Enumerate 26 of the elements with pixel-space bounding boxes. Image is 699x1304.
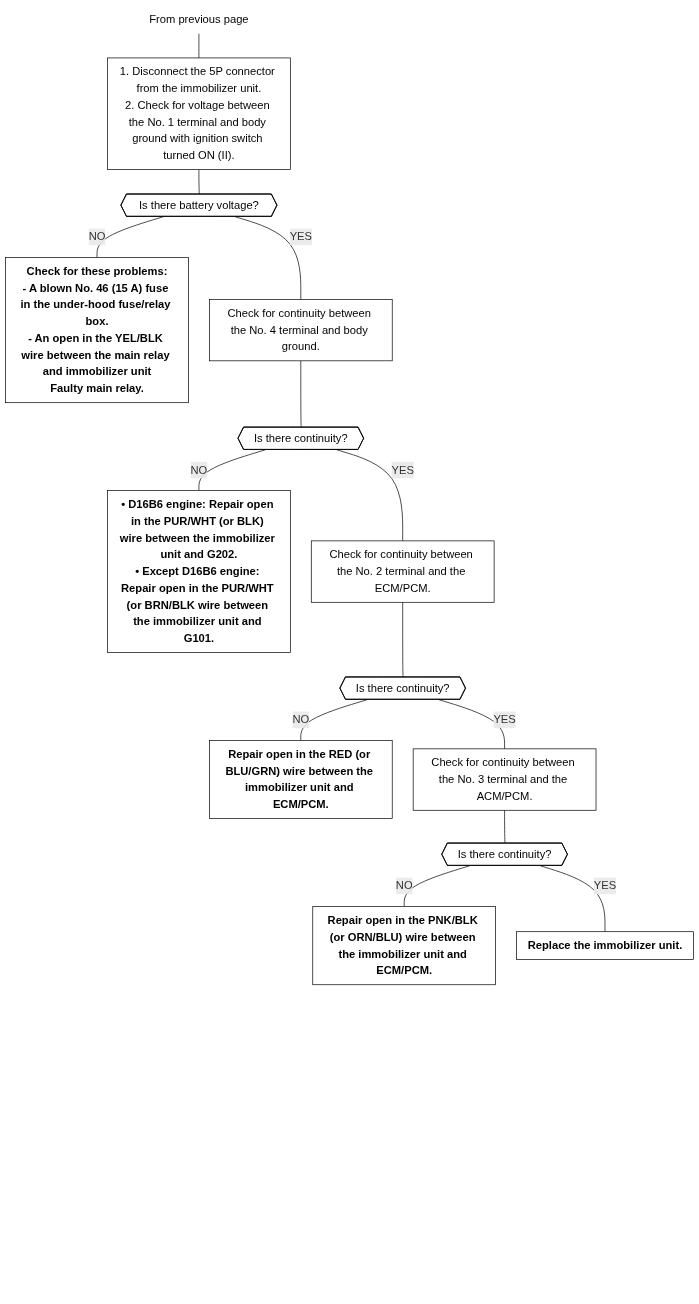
edge-label: YES xyxy=(593,879,617,892)
node-box: Check for these problems: - A blown No. 46 (15 A) fuse in the under-hood fuse/relay box. - An open in the YEL/BLK wire between the main relay and immobilizer unit Faulty main relay. xyxy=(5,257,189,404)
connector xyxy=(402,601,404,678)
edge-label: YES xyxy=(391,463,414,476)
node-box: Check for continuity between the No. 4 terminal and body ground. xyxy=(209,299,393,362)
node-box: Check for continuity between the No. 3 terminal and the ACM/PCM. xyxy=(412,748,597,811)
connector xyxy=(300,360,302,428)
node-box: Replace the immobilizer unit. xyxy=(516,931,694,960)
node-box: Repair open in the PNK/BLK (or ORN/BLU) wire between the immobilizer unit and ECM/PCM. xyxy=(312,906,496,986)
node-box: Repair open in the RED (or BLU/GRN) wire between the immobilizer unit and ECM/PCM. xyxy=(209,740,393,819)
connector xyxy=(96,216,164,258)
edge-label: NO xyxy=(292,713,310,726)
connector xyxy=(403,865,470,907)
edge-label: YES xyxy=(289,230,312,243)
node-box: • D16B6 engine: Repair open in the PUR/WHT (or BLK) wire between the immobilizer unit and G202. • Except D16B6 engine: Repair open in the PUR/WHT (or BRN/BLK wire between the immobilizer unit and G101. xyxy=(107,490,291,653)
edge-label: NO xyxy=(395,879,413,892)
node-box: Check for continuity between the No. 2 terminal and the ECM/PCM. xyxy=(310,540,495,603)
edge-label: YES xyxy=(493,713,516,726)
edge-label: NO xyxy=(88,230,106,243)
node-text: From previous page xyxy=(149,13,249,26)
connector xyxy=(198,449,266,491)
connector xyxy=(504,809,506,844)
node-box: 1. Disconnect the 5P connector from the immobilizer unit. 2. Check for voltage between the No. 1 terminal and body ground with ignition switch turned ON (II). xyxy=(107,57,291,170)
edge-label: NO xyxy=(190,463,208,476)
connector xyxy=(336,449,404,542)
connector xyxy=(198,169,200,195)
